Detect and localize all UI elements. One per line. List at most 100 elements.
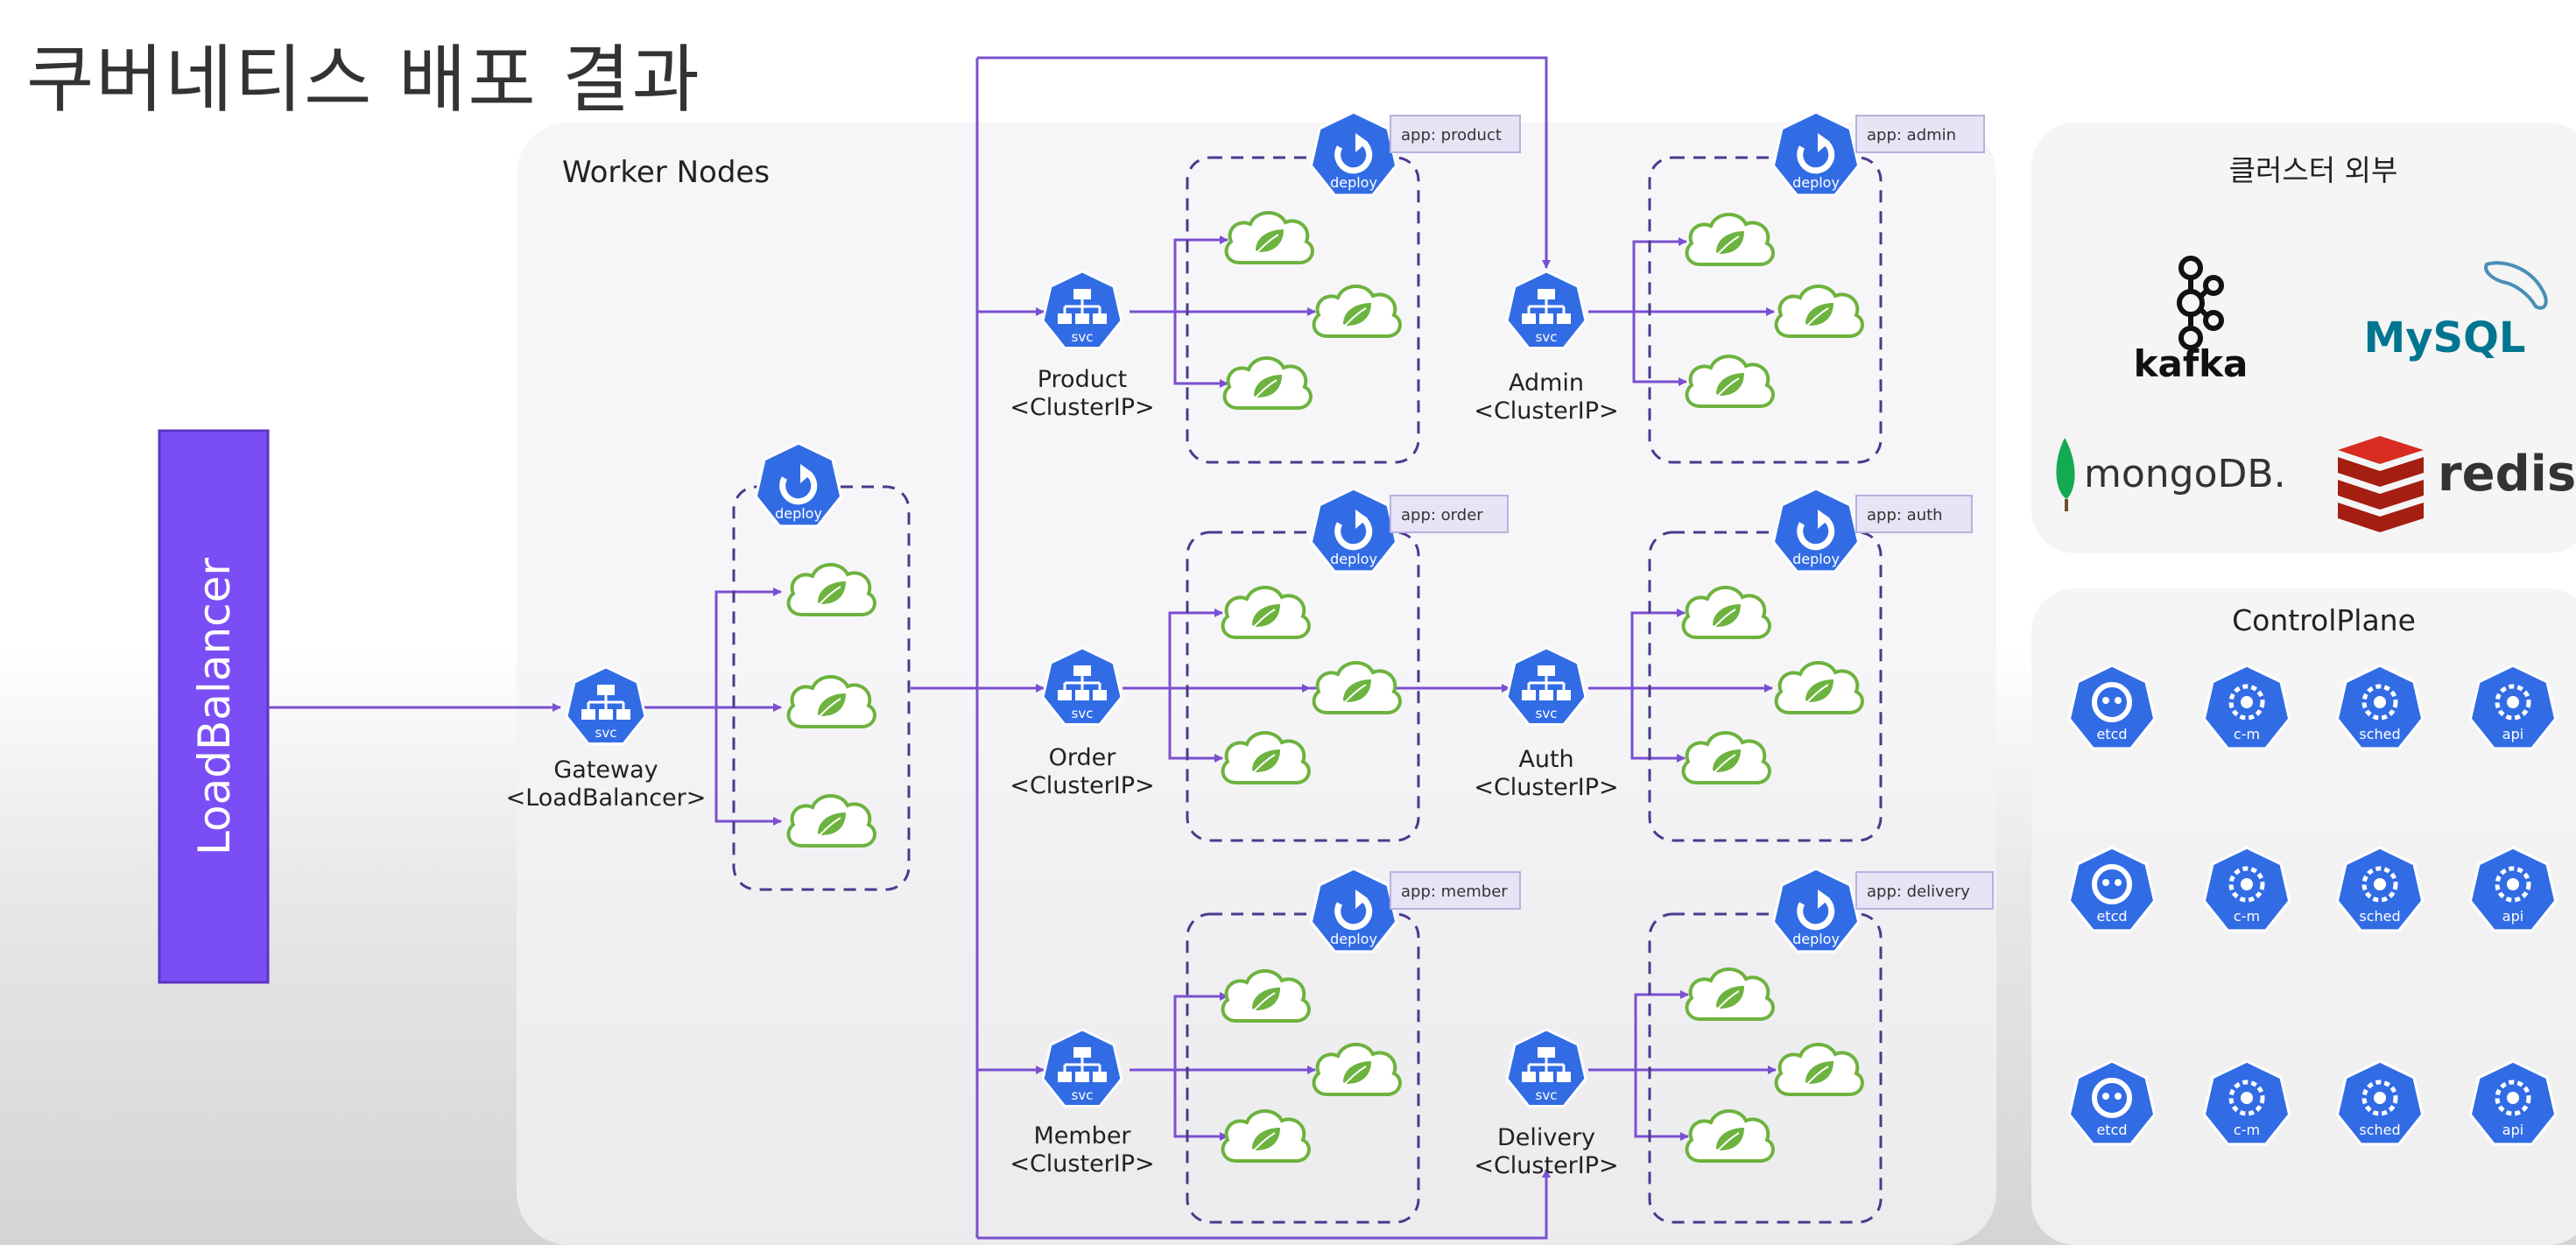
service-icon: svc (565, 665, 647, 745)
cm-icon: c-m (2202, 1059, 2291, 1146)
api-icon-label: api (2502, 908, 2523, 925)
redis-logo: redis (2338, 436, 2576, 532)
external-title: 클러스터 외부 (2229, 153, 2398, 187)
product-deploy: deploy (1186, 110, 1420, 464)
worker-nodes-panel (517, 123, 1996, 1245)
deploy-boundary (1648, 531, 1883, 842)
deploy-boundary (1186, 531, 1420, 842)
api-icon: api (2468, 846, 2558, 932)
page-title: 쿠버네티스 배포 결과 (26, 37, 701, 123)
mongodb-logo: mongoDB. (2056, 438, 2286, 511)
service-icon: svc (1505, 270, 1587, 349)
deploy-icon-label: deploy (1330, 931, 1377, 947)
order-service-name: Order (1049, 744, 1117, 771)
auth-service-name: Auth (1518, 746, 1573, 773)
deploy-icon: deploy (1309, 487, 1398, 573)
sched-icon-label: sched (2359, 726, 2400, 742)
etcd-icon-label: etcd (2096, 726, 2127, 742)
connector-line (1634, 1070, 1689, 1141)
api-icon-label: api (2502, 1122, 2523, 1138)
service-icon: svc (1041, 270, 1123, 349)
svc-icon-label: svc (1072, 329, 1094, 345)
deploy-boundary (1186, 156, 1420, 464)
service-icon: svc (1041, 646, 1123, 726)
cm-icon: c-m (2202, 846, 2291, 932)
etcd-icon: etcd (2067, 846, 2157, 932)
load-balancer-label: LoadBalancer (189, 558, 240, 855)
deploy-icon: deploy (1771, 867, 1861, 953)
deploy-boundary (1186, 912, 1420, 1224)
admin-deploy: deploy (1648, 110, 1883, 464)
sched-icon-label: sched (2359, 1122, 2400, 1138)
deploy-icon: deploy (754, 441, 843, 528)
load-balancer-bar (158, 429, 270, 984)
member-service-name: Member (1033, 1122, 1131, 1150)
kafka-logo: kafka (2134, 256, 2248, 385)
api-icon-label: api (2502, 726, 2523, 742)
deploy-icon: deploy (1309, 110, 1398, 197)
mysql-logo: MySQL (2363, 261, 2548, 362)
order-service-type: <ClusterIP> (1010, 772, 1154, 799)
mongodb-label: mongoDB. (2084, 452, 2286, 496)
connector-line (1168, 688, 1223, 763)
service-icon: svc (1505, 646, 1587, 726)
deploy-boundary (1648, 156, 1883, 464)
cm-icon-label: c-m (2234, 908, 2260, 925)
deploy-icon-label: deploy (1792, 551, 1840, 567)
delivery-service-name: Delivery (1497, 1124, 1595, 1151)
connector-line (977, 1169, 1551, 1240)
connector-line (1173, 992, 1228, 1070)
svc-icon-label: svc (1072, 1087, 1094, 1103)
svc-icon-label: svc (1536, 1087, 1558, 1103)
deploy-icon-label: deploy (1792, 174, 1840, 191)
connector-line (1173, 236, 1228, 312)
auth-deploy: deploy (1648, 487, 1883, 842)
order-deploy: deploy (1186, 487, 1420, 842)
api-icon: api (2468, 1059, 2558, 1146)
auth-service-type: <ClusterIP> (1474, 774, 1618, 801)
app-label-tag: app: member (1390, 871, 1521, 910)
app-label-tag: app: auth (1855, 495, 1973, 533)
gateway-service-type: <LoadBalancer> (506, 784, 707, 812)
control-plane-panel (2031, 588, 2576, 1245)
connector-line (1634, 990, 1689, 1070)
mysql-label: MySQL (2363, 313, 2525, 362)
delivery-service-type: <ClusterIP> (1474, 1152, 1618, 1179)
member-service-type: <ClusterIP> (1010, 1150, 1154, 1178)
etcd-icon: etcd (2067, 1059, 2157, 1146)
product-service-type: <ClusterIP> (1010, 394, 1154, 421)
redis-label: redis (2438, 446, 2576, 503)
worker-nodes-title: Worker Nodes (562, 155, 770, 190)
app-label: app: admin (1867, 126, 1956, 144)
etcd-icon: etcd (2067, 664, 2157, 750)
etcd-icon-label: etcd (2096, 908, 2127, 925)
app-label-tag: app: delivery (1855, 871, 1994, 910)
svc-icon-label: svc (1072, 706, 1094, 721)
api-icon: api (2468, 664, 2558, 750)
deploy-icon: deploy (1309, 867, 1398, 953)
app-label: app: auth (1867, 506, 1943, 524)
delivery-deploy: deploy (1648, 867, 1883, 1224)
connector-line (1168, 608, 1223, 688)
sched-icon-label: sched (2359, 908, 2400, 925)
app-label-tag: app: product (1390, 115, 1521, 153)
app-label: app: member (1401, 883, 1508, 901)
connector-line (1632, 312, 1687, 386)
service-icon: svc (1041, 1028, 1123, 1108)
admin-service-name: Admin (1509, 369, 1584, 397)
cm-icon-label: c-m (2234, 726, 2260, 742)
connector-line (1630, 688, 1686, 763)
admin-service-type: <ClusterIP> (1474, 397, 1618, 425)
service-icon: svc (1505, 1028, 1587, 1108)
cm-icon: c-m (2202, 664, 2291, 750)
control-plane-title: ControlPlane (2232, 603, 2416, 637)
connector-line (1630, 608, 1686, 688)
deploy-icon-label: deploy (775, 505, 822, 522)
